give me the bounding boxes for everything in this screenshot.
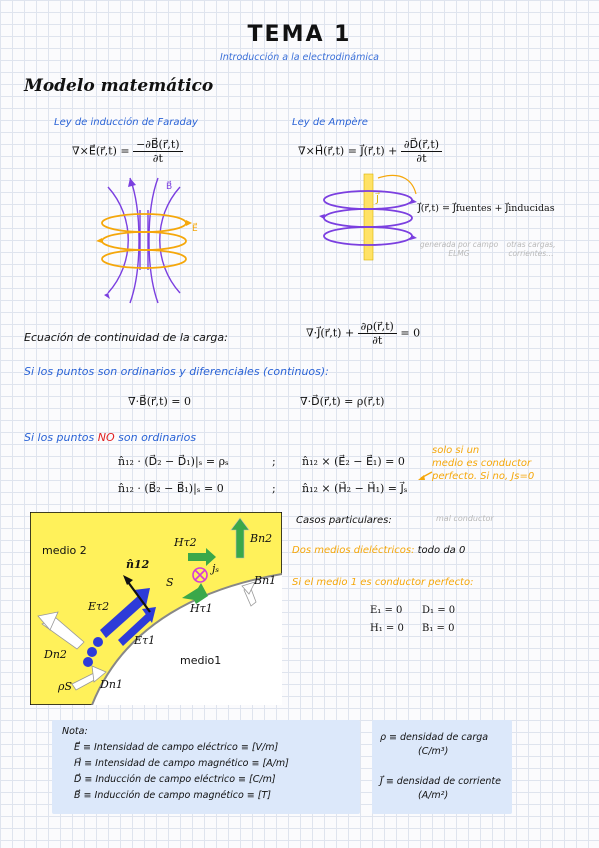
cases-title: Casos particulares: bbox=[296, 515, 392, 526]
d1-zero: D₁ = 0 bbox=[422, 605, 456, 616]
dn2-label: Dn2 bbox=[43, 648, 67, 661]
boundary-diagram: medio 2 medio1 n̂12 S jₛ Hτ2 Hτ1 Eτ2 Eτ1… bbox=[30, 512, 282, 705]
notes-title: Nota: bbox=[62, 726, 88, 737]
et1-label: Eτ1 bbox=[133, 634, 155, 647]
bc-4: n̂₁₂ × (H⃗₂ − H⃗₁) = J⃗ₛ bbox=[302, 482, 408, 495]
notes-lines: E⃗ ≡ Intensidad de campo eléctrico ≡ [V/… bbox=[74, 740, 289, 804]
ampere-lhs: ∇×H⃗(r⃗,t) = J⃗(r⃗,t) + bbox=[298, 144, 398, 158]
note-inducidas: otras cargas, corrientes… bbox=[506, 240, 556, 258]
medio1-label: medio1 bbox=[180, 654, 221, 667]
bc-1: n̂₁₂ · (D⃗₂ − D⃗₁)|ₛ = ρₛ bbox=[118, 455, 229, 468]
bn1-label: Bn1 bbox=[253, 574, 276, 587]
case-dielectrics-black: todo da 0 bbox=[417, 545, 466, 556]
bc-sep-2: ; bbox=[272, 482, 276, 495]
ordinary-eq2: ∇·D⃗(r⃗,t) = ρ(r⃗,t) bbox=[300, 395, 385, 408]
rho-line-2: (C/m³) bbox=[418, 746, 449, 757]
orange-note: solo si un medio es conductor perfecto. … bbox=[432, 444, 534, 483]
page-title: TEMA 1 bbox=[247, 22, 352, 47]
case-dielectrics: Dos medios dieléctricos: todo da 0 bbox=[292, 545, 465, 556]
faraday-b-label: B⃗ bbox=[166, 180, 172, 192]
et2-label: Eτ2 bbox=[87, 600, 109, 613]
non-ordinary-no: NO bbox=[97, 431, 115, 444]
faraday-heading: Ley de inducción de Faraday bbox=[54, 117, 198, 128]
medio2-label: medio 2 bbox=[42, 544, 87, 557]
section-title: Modelo matemático bbox=[24, 76, 214, 96]
continuity-fraction: ∂ρ(r⃗,t) ∂t bbox=[357, 320, 397, 347]
e1-zero: E₁ = 0 bbox=[370, 605, 403, 616]
faraday-fraction: −∂B⃗(r⃗,t) ∂t bbox=[133, 138, 183, 165]
case-perfect-conductor: Si el medio 1 es conductor perfecto: bbox=[292, 577, 474, 588]
b1-zero: B₁ = 0 bbox=[422, 623, 455, 634]
ampere-fraction: ∂D⃗(r⃗,t) ∂t bbox=[400, 138, 443, 165]
note-fuentes: generada por campo ELMG bbox=[419, 240, 499, 258]
ampere-j-split: J⃗(r⃗,t) = J⃗fuentes + J⃗inducidas bbox=[418, 203, 555, 214]
orange-note-line-1: solo si un bbox=[432, 445, 480, 456]
page-subtitle: Introducción a la electrodinámica bbox=[219, 52, 380, 63]
faraday-lhs: ∇×E⃗(r⃗,t) = bbox=[72, 144, 130, 158]
ampere-j-label: J⃗ bbox=[375, 192, 380, 205]
note-line-e: E⃗ ≡ Intensidad de campo eléctrico ≡ [V/… bbox=[74, 742, 279, 753]
orange-note-line-2: medio es conductor bbox=[432, 458, 532, 469]
js-label: jₛ bbox=[209, 562, 219, 575]
densities-box: ρ ≡ densidad de carga (C/m³) J⃗ ≡ densid… bbox=[372, 720, 512, 814]
ampere-diagram: J⃗ bbox=[319, 173, 417, 261]
continuity-equation: ∇·J⃗(r⃗,t) + ∂ρ(r⃗,t) ∂t = 0 bbox=[306, 320, 420, 347]
continuity-num: ∂ρ(r⃗,t) bbox=[357, 320, 397, 334]
ampere-num: ∂D⃗(r⃗,t) bbox=[400, 138, 443, 152]
notes-box: Nota: E⃗ ≡ Intensidad de campo eléctrico… bbox=[52, 720, 360, 814]
case-dielectrics-orange: Dos medios dieléctricos: bbox=[292, 545, 415, 556]
orange-note-line-3: perfecto. Si no, Js=0 bbox=[432, 471, 535, 482]
ampere-den: ∂t bbox=[416, 152, 427, 165]
ampere-heading: Ley de Ampère bbox=[292, 117, 368, 128]
orange-note-arrow bbox=[418, 471, 433, 480]
note-line-d: D⃗ ≡ Inducción de campo eléctrico ≡ [C/m… bbox=[74, 774, 276, 785]
j-line-2: (A/m²) bbox=[418, 790, 449, 801]
note-line-h: H⃗ ≡ Intensidad de campo magnético ≡ [A/… bbox=[74, 758, 289, 769]
j-line-1: J⃗ ≡ densidad de corriente bbox=[380, 776, 502, 787]
non-ordinary-a: Si los puntos bbox=[24, 431, 95, 444]
faraday-num: −∂B⃗(r⃗,t) bbox=[133, 138, 183, 152]
non-ordinary-text: Si los puntos NO son ordinarios bbox=[24, 431, 196, 444]
bc-2: n̂₁₂ · (B⃗₂ − B⃗₁)|ₛ = 0 bbox=[118, 482, 224, 495]
non-ordinary-b: son ordinarios bbox=[118, 431, 197, 444]
continuity-den: ∂t bbox=[372, 334, 383, 347]
h1-zero: H₁ = 0 bbox=[370, 623, 404, 634]
continuity-label: Ecuación de continuidad de la carga: bbox=[24, 331, 228, 344]
continuity-lhs: ∇·J⃗(r⃗,t) + bbox=[306, 326, 355, 340]
note-line-b: B⃗ ≡ Inducción de campo magnético ≡ [T] bbox=[74, 790, 271, 801]
ordinary-text: Si los puntos son ordinarios y diferenci… bbox=[24, 365, 329, 378]
continuity-rhs: = 0 bbox=[400, 326, 421, 340]
bc-sep-1: ; bbox=[272, 455, 276, 468]
ampere-equation: ∇×H⃗(r⃗,t) = J⃗(r⃗,t) + ∂D⃗(r⃗,t) ∂t bbox=[298, 138, 443, 165]
ordinary-eq1: ∇·B⃗(r⃗,t) = 0 bbox=[128, 395, 191, 408]
n12-label: n̂12 bbox=[126, 558, 150, 571]
ht2-label: Hτ2 bbox=[173, 536, 197, 549]
ht1-label: Hτ1 bbox=[189, 602, 213, 615]
faraday-e-label: E⃗ bbox=[192, 222, 198, 234]
faraday-diagram: B⃗ E⃗ bbox=[96, 177, 198, 304]
bn2-label: Bn2 bbox=[249, 532, 272, 545]
mal-conductor-note: mal conductor bbox=[436, 514, 494, 523]
faraday-equation: ∇×E⃗(r⃗,t) = −∂B⃗(r⃗,t) ∂t bbox=[72, 138, 183, 165]
faraday-den: ∂t bbox=[152, 152, 163, 165]
rho-line-1: ρ ≡ densidad de carga bbox=[380, 732, 489, 743]
rhos-label: ρS bbox=[57, 680, 72, 693]
s-label: S bbox=[166, 576, 174, 589]
bc-3: n̂₁₂ × (E⃗₂ − E⃗₁) = 0 bbox=[302, 455, 405, 468]
dn1-label: Dn1 bbox=[99, 678, 123, 691]
